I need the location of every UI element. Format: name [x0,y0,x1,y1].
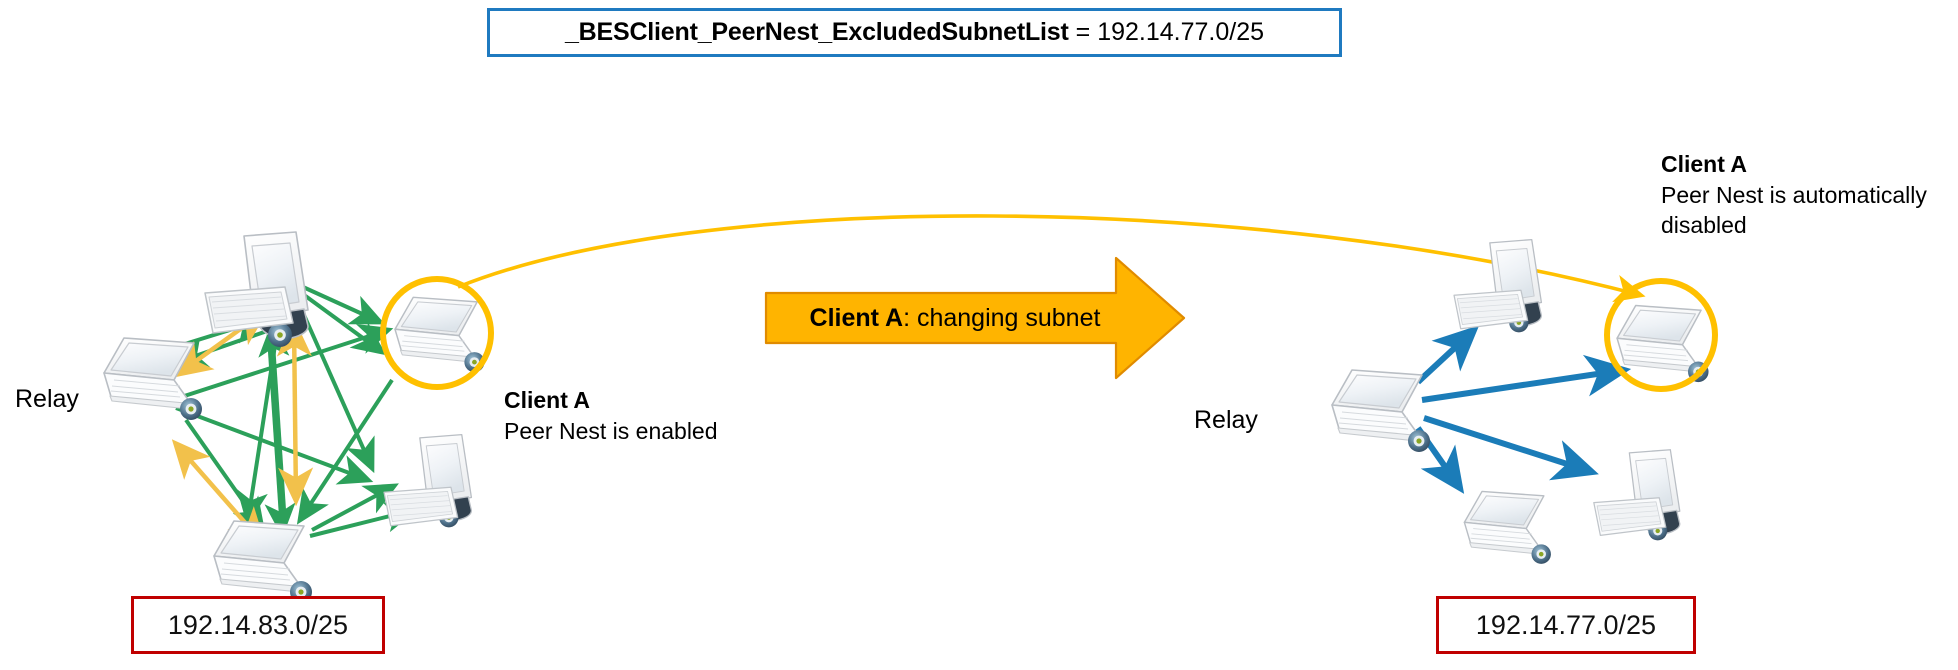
left-peer-nest-mesh [103,231,494,604]
client-a-highlight-circle-left [380,276,494,390]
left-node-laptop-bottom [213,520,313,604]
right-node-desktop-top [1453,238,1543,334]
relay-label-right: Relay [1194,406,1258,434]
right-node-laptop-bottom [1463,490,1552,565]
client-a-status-left: Peer Nest is enabled [504,417,718,444]
right-relay-laptop [1331,369,1431,453]
formula-equals-sign: = [1075,18,1091,46]
formula-value: 192.14.77.0/25 [1097,18,1265,46]
client-a-annotation-left: Client A Peer Nest is enabled [504,385,834,446]
client-a-title-left: Client A [504,387,591,413]
relay-label-left: Relay [15,385,79,413]
left-client-a-laptop [394,296,486,373]
excluded-subnet-formula-box: _BESClient_PeerNest_ExcludedSubnetList =… [487,8,1342,57]
formula-variable-name: _BESClient_PeerNest_ExcludedSubnetList [564,18,1069,46]
client-a-annotation-right: Client A Peer Nest is automatically disa… [1661,149,1958,241]
subnet-box-right: 192.14.77.0/25 [1436,596,1696,654]
client-a-status-right-line1: Peer Nest is automatically [1661,181,1927,208]
relay-connection-blue [1415,325,1632,494]
left-relay-laptop [103,337,203,421]
left-node-desktop-right [383,433,473,529]
client-move-curve [457,214,1646,303]
client-a-title-right: Client A [1661,151,1748,177]
right-node-desktop-bottom [1593,449,1681,541]
subnet-box-left: 192.14.83.0/25 [131,596,385,654]
changing-subnet-banner [764,256,1186,380]
right-client-a-laptop [1616,304,1710,383]
client-a-highlight-circle-right [1604,278,1718,392]
right-relay-star [1331,238,1718,565]
left-node-desktop-top [204,231,309,348]
client-a-status-right-line2: disabled [1661,212,1747,239]
